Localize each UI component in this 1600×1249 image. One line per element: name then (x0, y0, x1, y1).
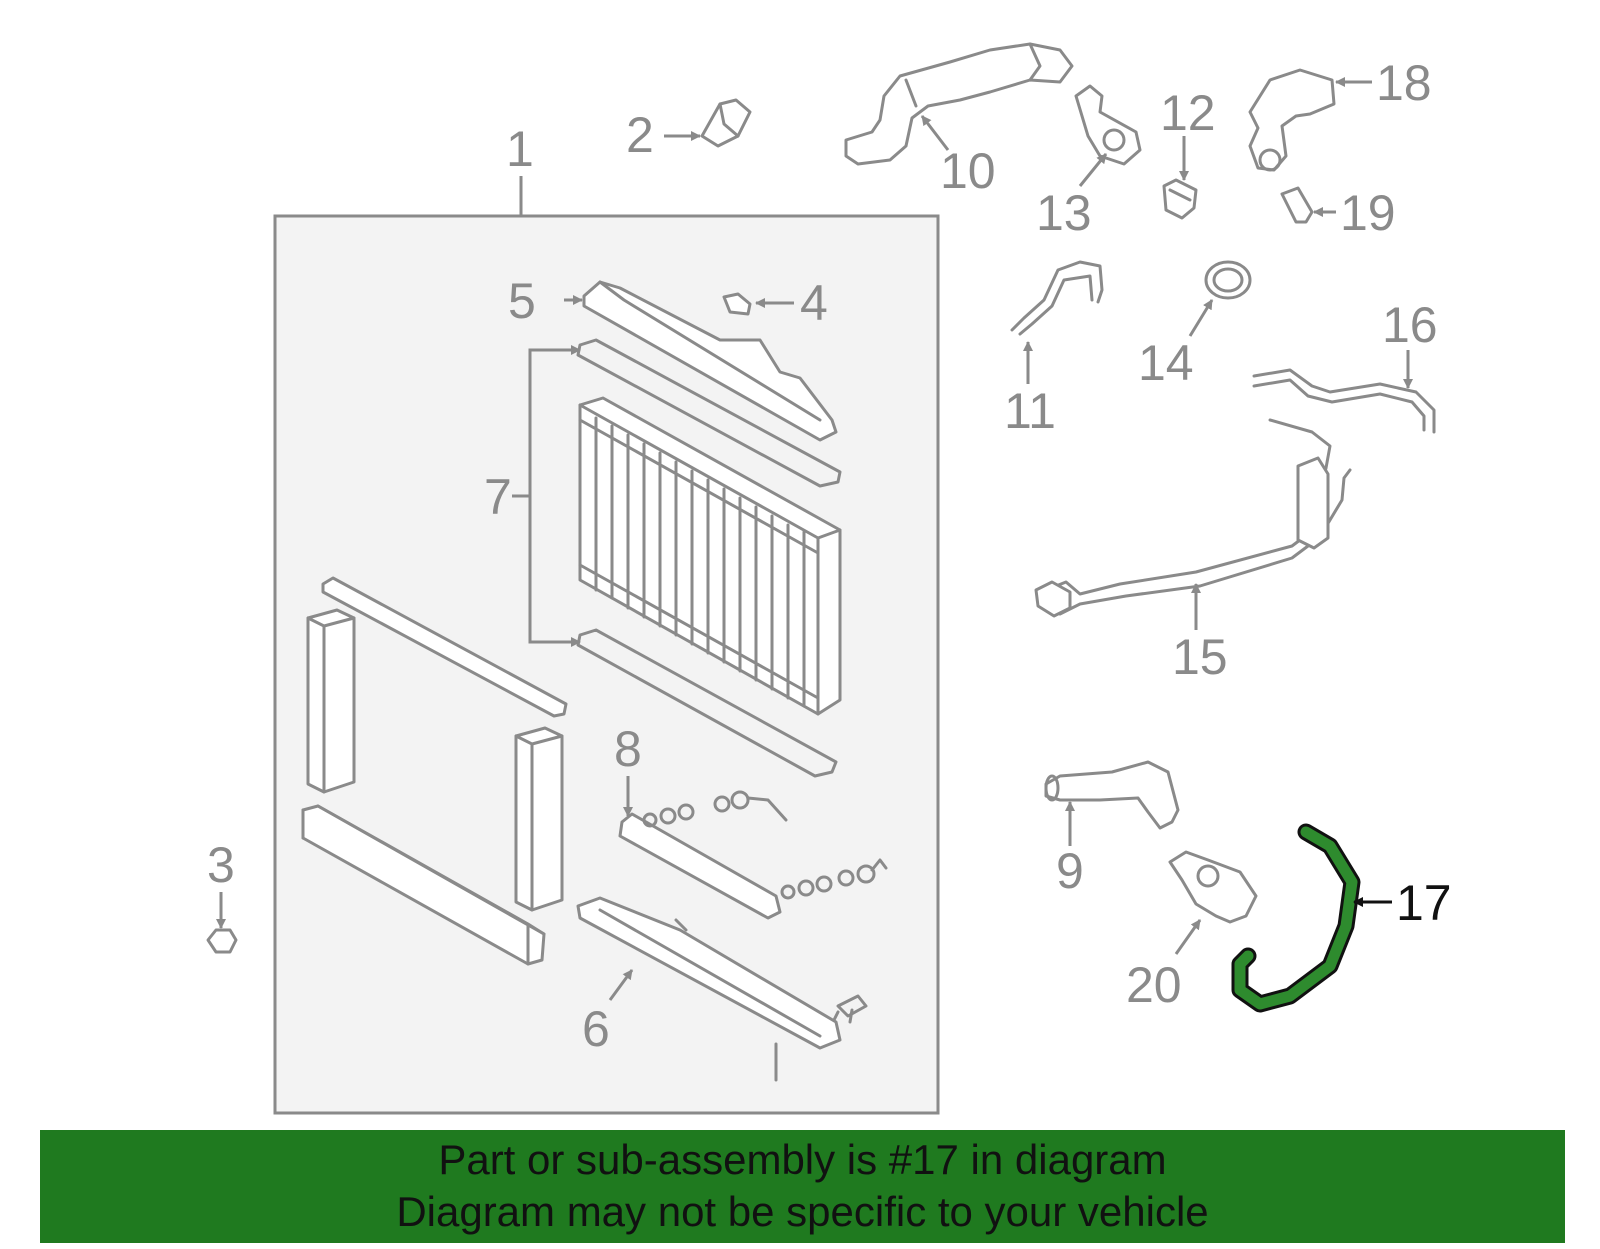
callout-6: 6 (582, 1001, 610, 1057)
callout-7: 7 (484, 469, 512, 525)
thermostat (1162, 178, 1198, 220)
clip-part-4 (722, 292, 752, 316)
callout-3: 3 (207, 837, 235, 893)
parts-diagram: 1 2 3 4 5 6 7 8 9 10 11 12 13 14 15 16 1… (206, 42, 1452, 1115)
water-inlet-housing (1168, 850, 1258, 924)
callout-16: 16 (1382, 297, 1438, 353)
upper-hose (844, 42, 1074, 166)
banner-line-part-number: Part or sub-assembly is #17 in diagram (438, 1136, 1167, 1183)
callout-18: 18 (1376, 55, 1432, 111)
callout-12: 12 (1160, 85, 1216, 141)
drain-plug (206, 928, 238, 954)
callout-1: 1 (506, 121, 534, 177)
callout-14: 14 (1138, 335, 1194, 391)
pipe-part-16 (1252, 368, 1436, 434)
callout-15: 15 (1172, 629, 1228, 685)
radiator-core (578, 396, 842, 716)
callout-19: 19 (1340, 185, 1396, 241)
callout-11: 11 (1004, 383, 1056, 439)
banner-line-disclaimer: Diagram may not be specific to your vehi… (396, 1188, 1209, 1235)
callout-5: 5 (508, 273, 536, 329)
hose-part-11 (1010, 260, 1104, 336)
callout-2: 2 (626, 107, 654, 163)
callout-labels: 1 2 3 4 5 6 7 8 9 10 11 12 13 14 15 16 1… (207, 55, 1452, 1057)
callout-10: 10 (940, 143, 996, 199)
callout-13: 13 (1036, 185, 1092, 241)
info-banner: Part or sub-assembly is #17 in diagram D… (40, 1130, 1565, 1243)
water-outlet (1248, 68, 1336, 172)
upper-tank (582, 280, 838, 442)
leader-lines (216, 77, 1413, 1001)
baffle-seals (301, 576, 568, 966)
bracket-part-2 (700, 98, 752, 148)
callout-4: 4 (800, 275, 828, 331)
bypass-hose (1280, 186, 1314, 224)
lower-hose (1044, 760, 1180, 830)
water-inlet (1074, 84, 1142, 166)
water-pipe (1034, 418, 1352, 618)
callout-17: 17 (1396, 875, 1452, 931)
lower-tank (576, 896, 868, 1082)
highlighted-hose-part-17 (1231, 823, 1361, 1013)
callout-20: 20 (1126, 957, 1182, 1013)
callout-8: 8 (614, 721, 642, 777)
radiator-cap (1204, 260, 1252, 300)
callout-9: 9 (1056, 843, 1084, 899)
